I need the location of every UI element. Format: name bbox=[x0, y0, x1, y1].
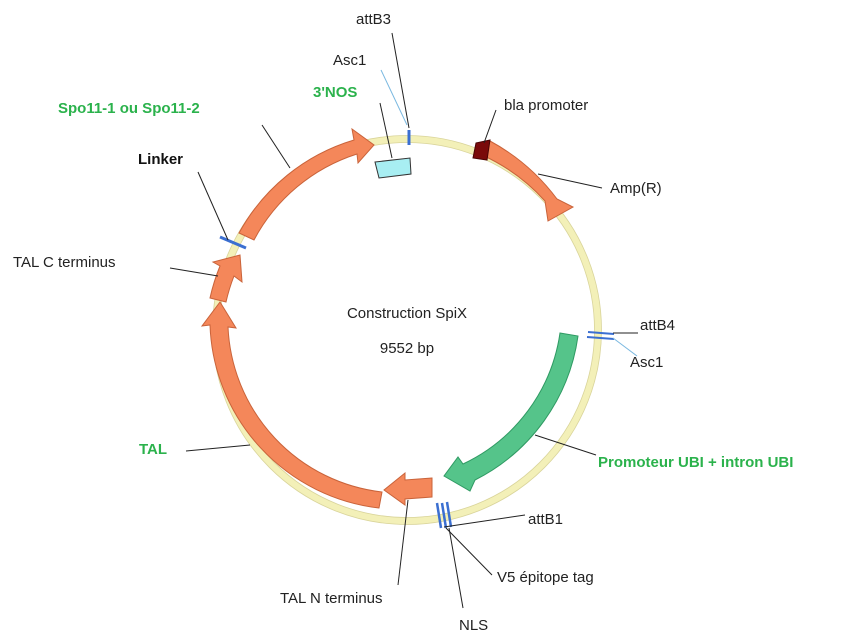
attb1-label: attB1 bbox=[528, 511, 563, 528]
attb1-site bbox=[435, 502, 443, 529]
nos3-terminator bbox=[374, 157, 412, 179]
nls-site bbox=[445, 501, 453, 528]
asc1-right-site bbox=[586, 336, 615, 340]
linker-site bbox=[219, 235, 247, 250]
tal-n-terminus-label: TAL N terminus bbox=[280, 590, 383, 607]
plasmid-name: Construction SpiX bbox=[347, 305, 467, 322]
tal-c-terminus-label: TAL C terminus bbox=[13, 254, 116, 271]
plasmid-size: 9552 bp bbox=[380, 340, 434, 357]
bla-promoter-marker bbox=[472, 139, 491, 161]
asc1-right-label: Asc1 bbox=[630, 354, 663, 371]
ampr-arrow bbox=[481, 140, 575, 222]
v5-label: V5 épitope tag bbox=[497, 569, 594, 586]
spo11-arrow bbox=[238, 127, 375, 241]
tal-c-terminus-arrow bbox=[209, 254, 243, 303]
linker-label: Linker bbox=[138, 151, 183, 168]
v5-site bbox=[440, 502, 448, 529]
tal-arrow bbox=[200, 301, 383, 509]
promoteur-ubi-arrow bbox=[443, 332, 579, 492]
attb3-label: attB3 bbox=[356, 11, 391, 28]
nos3-label: 3'NOS bbox=[313, 84, 357, 101]
nls-label: NLS bbox=[459, 617, 488, 634]
tal-n-terminus-arrow bbox=[383, 471, 433, 506]
spo11-label: Spo11-1 ou Spo11-2 bbox=[58, 100, 200, 117]
ampr-label: Amp(R) bbox=[610, 180, 662, 197]
attb4-site bbox=[587, 331, 615, 335]
asc1-top-label: Asc1 bbox=[333, 52, 366, 69]
tal-label: TAL bbox=[139, 441, 167, 458]
bla-promoter-label: bla promoter bbox=[504, 97, 588, 114]
promoteur-ubi-label: Promoteur UBI + intron UBI bbox=[598, 454, 793, 471]
attb4-label: attB4 bbox=[640, 317, 675, 334]
